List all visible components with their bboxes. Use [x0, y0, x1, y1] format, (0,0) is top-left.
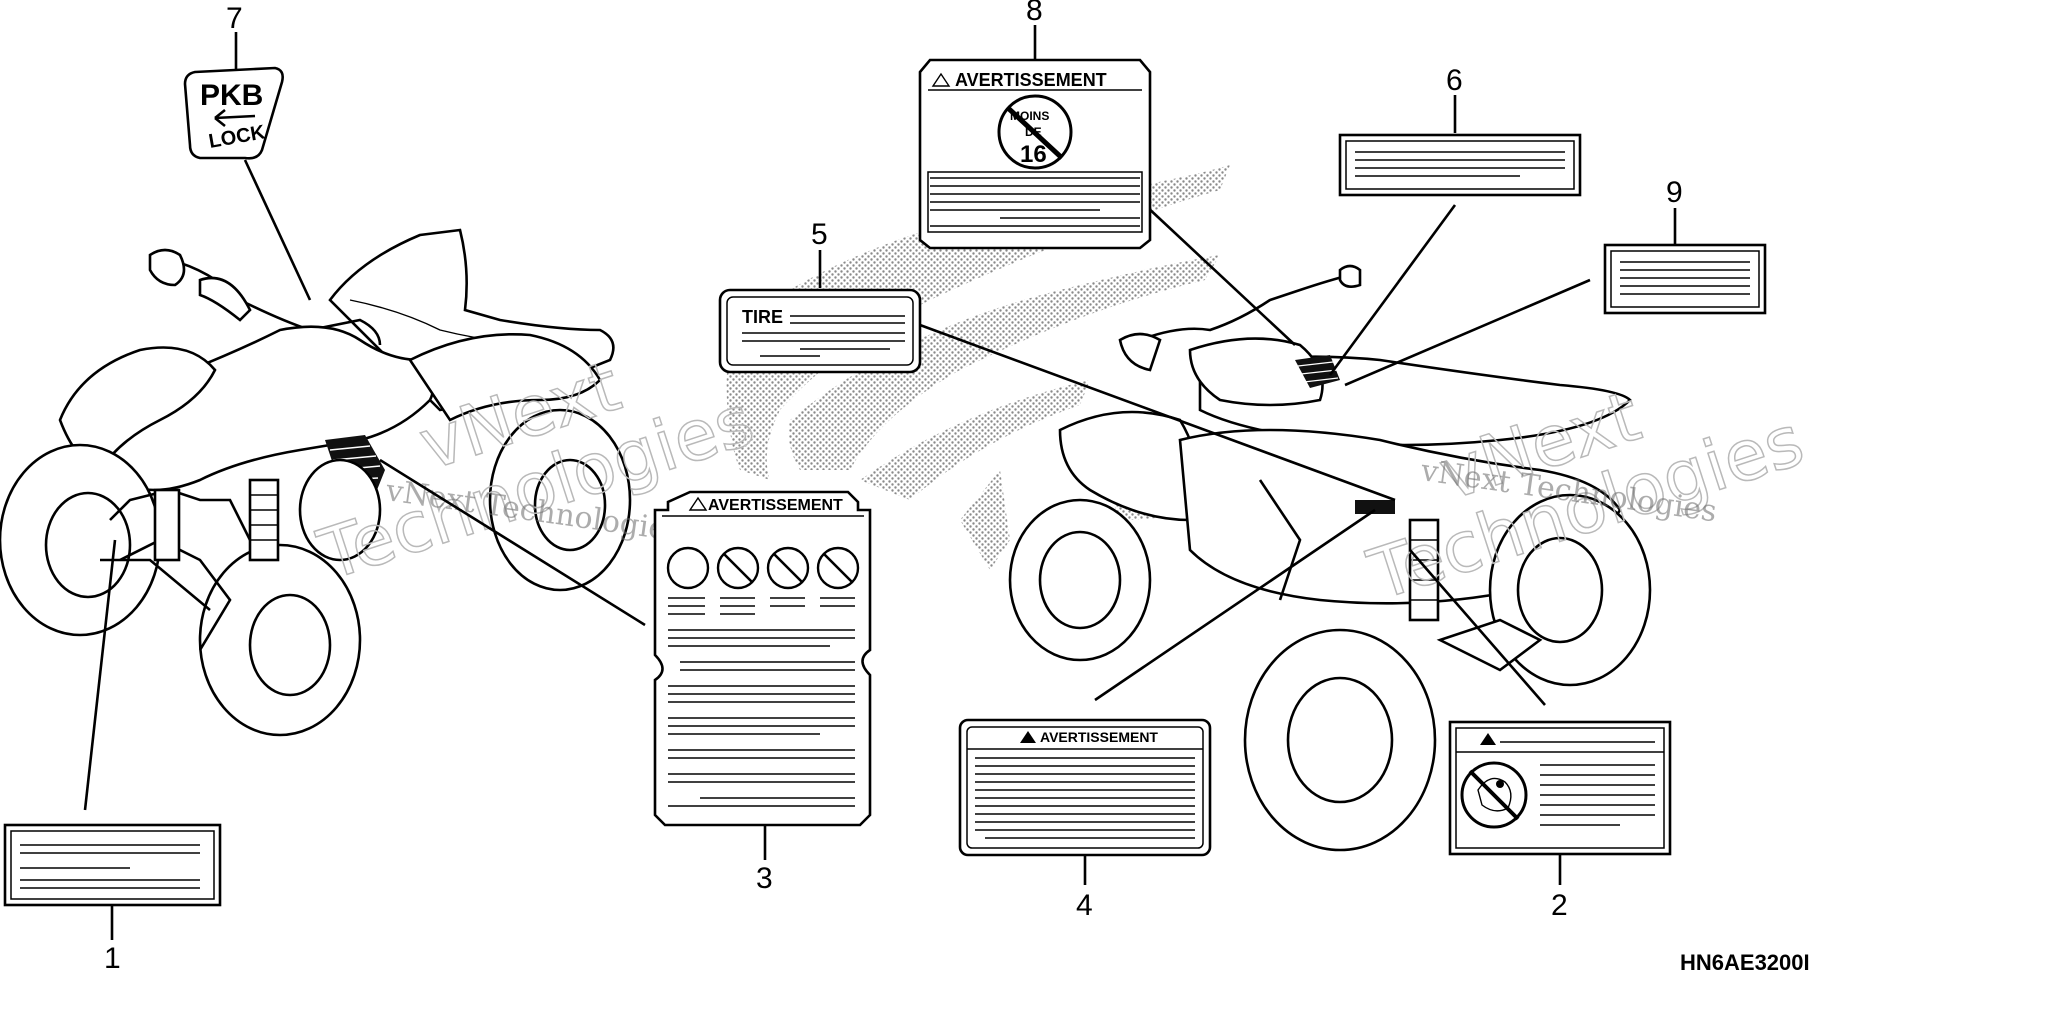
label-1 — [3, 823, 222, 907]
label-9 — [1603, 243, 1767, 315]
label-3-warning: AVERTISSEMENT — [653, 490, 872, 827]
tire-text: TIRE — [742, 307, 783, 327]
label-5-tire: TIRE — [718, 288, 922, 374]
label-6 — [1338, 133, 1582, 197]
callout-6: 6 — [1446, 64, 1463, 97]
age-16: 16 — [1020, 141, 1047, 168]
atv-rear-view — [1008, 264, 1652, 852]
label-7-pkb-lock: PKB LOCK — [183, 66, 284, 160]
callout-2: 2 — [1551, 889, 1568, 922]
callout-3: 3 — [756, 862, 773, 895]
atv-front-view — [0, 228, 632, 737]
avert-3-text: AVERTISSEMENT — [708, 497, 843, 514]
callout-4: 4 — [1076, 889, 1093, 922]
avert-4-text: AVERTISSEMENT — [1040, 729, 1158, 745]
label-2-warning — [1448, 720, 1672, 856]
leader-lines — [83, 25, 1677, 940]
pkb-text: PKB — [200, 79, 263, 112]
callout-8: 8 — [1026, 0, 1043, 27]
warning-triangle-icon — [1480, 733, 1496, 745]
label-4-warning: AVERTISSEMENT — [958, 718, 1212, 857]
label-8-age-warning: AVERTISSEMENT MOINS DE 16 — [918, 58, 1152, 250]
callout-7: 7 — [226, 2, 243, 35]
no-passenger-icon — [1460, 761, 1528, 829]
avert-8-text: AVERTISSEMENT — [955, 70, 1107, 90]
callout-9: 9 — [1666, 176, 1683, 209]
reference-code: HN6AE3200I — [1680, 950, 1810, 975]
callout-numbers: 7 8 5 6 9 1 3 4 2 — [104, 0, 1683, 975]
callout-1: 1 — [104, 942, 121, 975]
callout-5: 5 — [811, 218, 828, 251]
